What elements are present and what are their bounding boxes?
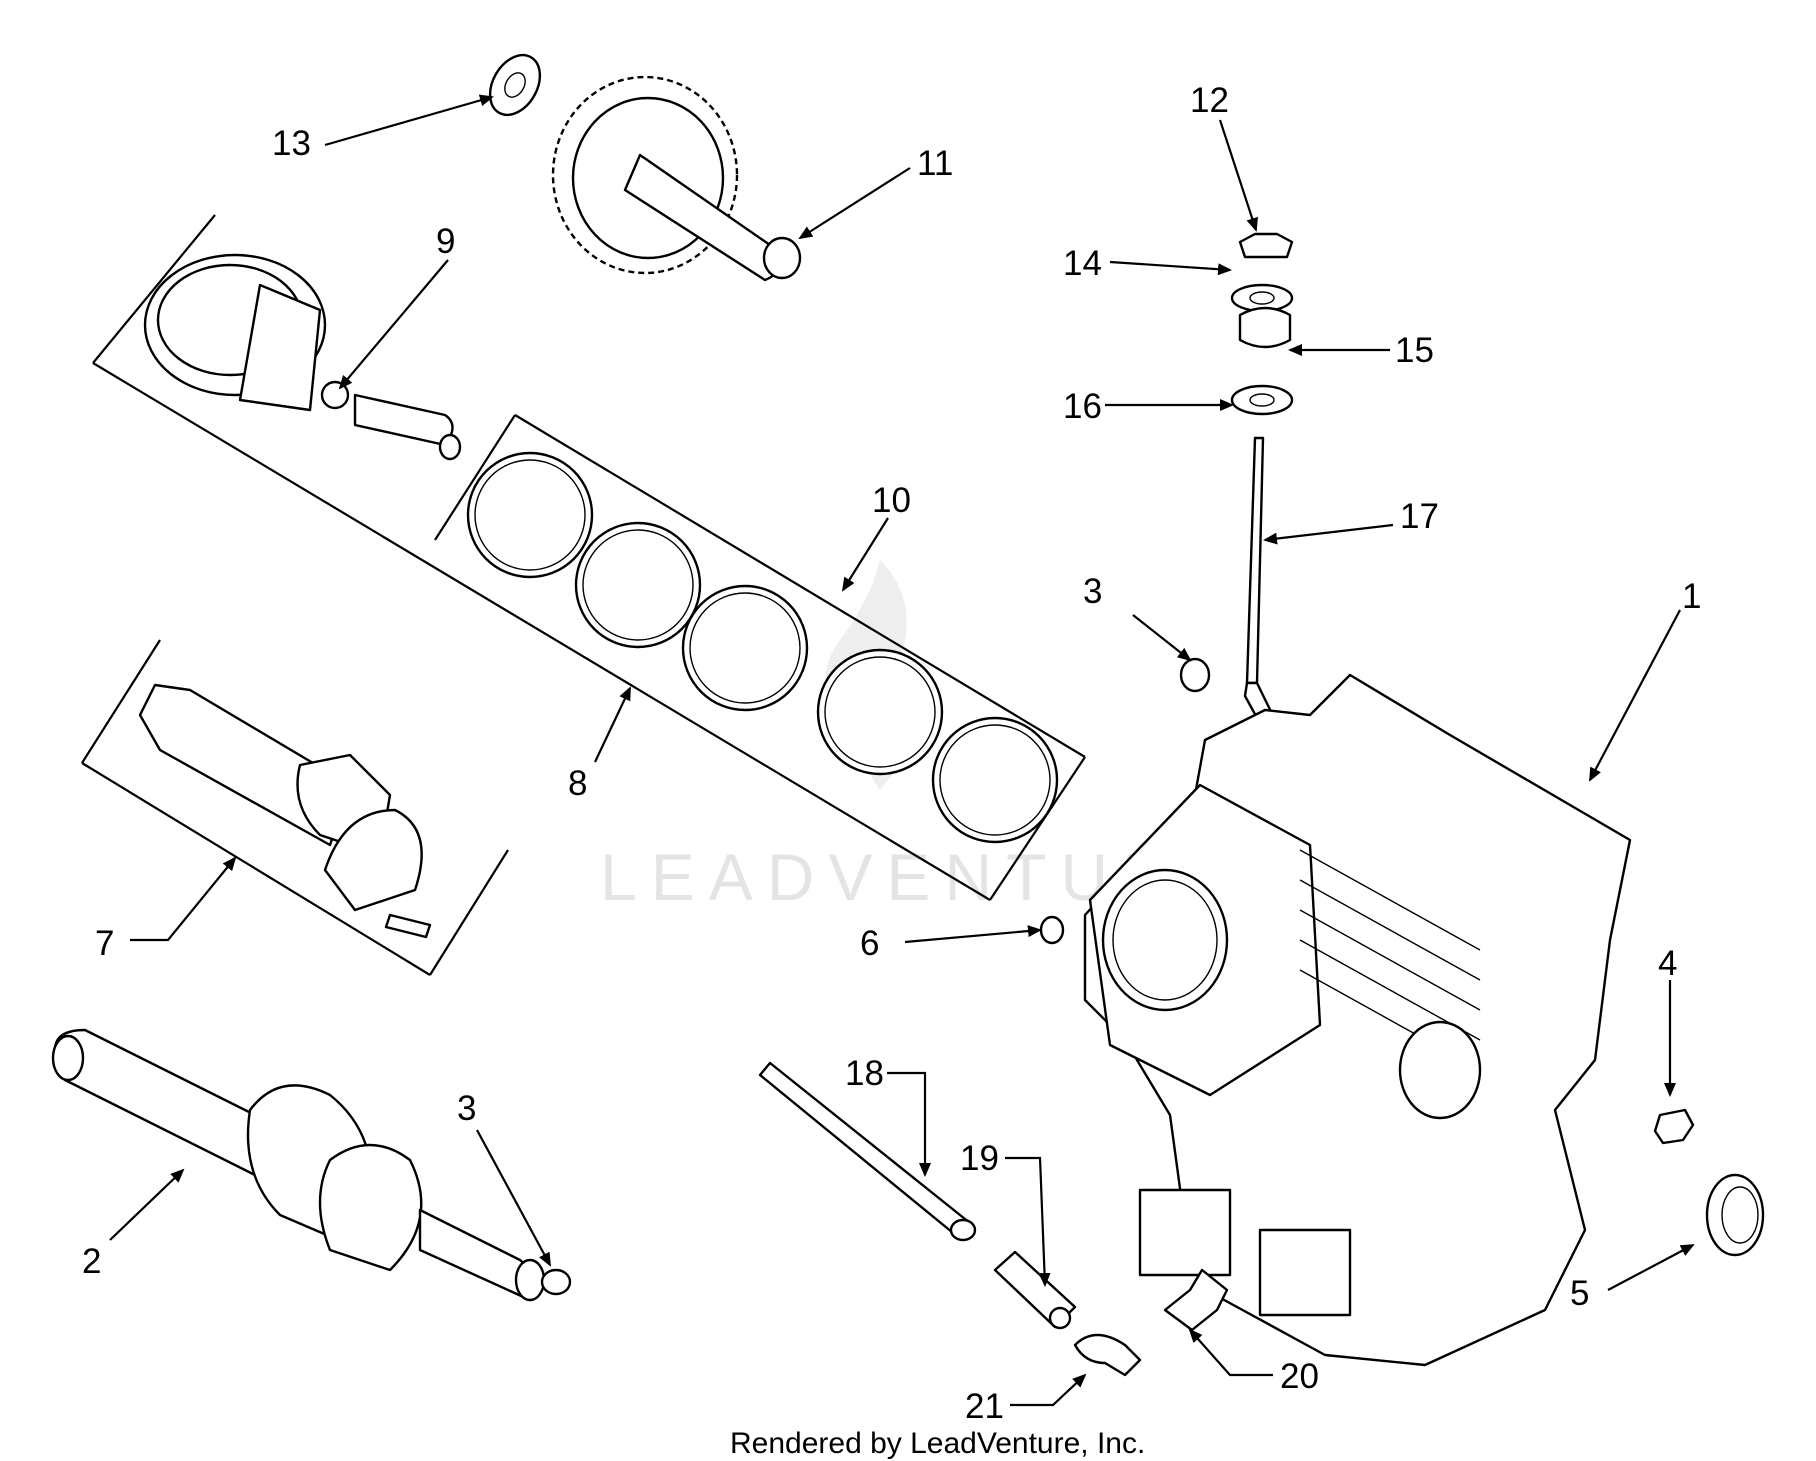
- callout-21: 21: [965, 1387, 1004, 1426]
- dowel-6: [1039, 915, 1065, 945]
- camshaft-gear: [551, 75, 802, 282]
- callout-15: 15: [1395, 331, 1434, 370]
- callout-6: 6: [860, 924, 879, 963]
- breather-4: [1653, 1108, 1695, 1145]
- callout-17: 17: [1400, 497, 1439, 536]
- tube-18: [758, 1061, 977, 1242]
- callout-3-lower: 3: [457, 1089, 476, 1128]
- breather-stack: [1230, 232, 1294, 416]
- callout-10: 10: [872, 481, 911, 520]
- callout-19: 19: [960, 1139, 999, 1178]
- callout-labels: 1 2 3 3 4 5 6 7 8 9 10 11 12 13 14 15 16…: [82, 81, 1701, 1426]
- callout-1: 1: [1682, 577, 1701, 616]
- crankcase-block: [1083, 673, 1632, 1367]
- dipstick-tube: [1243, 436, 1281, 738]
- oil-seal-5: [1705, 1173, 1765, 1257]
- callout-9: 9: [436, 222, 455, 261]
- callout-7: 7: [95, 924, 114, 963]
- callout-18: 18: [845, 1054, 884, 1093]
- bushing-3-lower: [540, 1268, 572, 1296]
- connecting-rod-panel: [81, 639, 509, 976]
- callout-20: 20: [1280, 1357, 1319, 1396]
- washer-13: [488, 53, 542, 117]
- callout-12: 12: [1190, 81, 1229, 120]
- piston-rings-panel: [92, 362, 1086, 901]
- elbow-21: [1073, 1333, 1142, 1377]
- callout-2: 2: [82, 1242, 101, 1281]
- callout-8: 8: [568, 764, 587, 803]
- fitting-19: [993, 1250, 1077, 1330]
- piston-panel: [92, 214, 462, 461]
- crankshaft: [51, 1028, 546, 1302]
- callout-5: 5: [1570, 1274, 1589, 1313]
- plug-3-upper: [1179, 657, 1211, 693]
- callout-3-upper: 3: [1083, 572, 1102, 611]
- footer-credit: Rendered by LeadVenture, Inc.: [730, 1427, 1145, 1460]
- callout-11: 11: [917, 144, 953, 183]
- leader-lines: [109, 94, 1695, 1407]
- callout-4: 4: [1658, 944, 1677, 983]
- callout-14: 14: [1063, 244, 1102, 283]
- callout-16: 16: [1063, 387, 1102, 426]
- callout-13: 13: [272, 124, 311, 163]
